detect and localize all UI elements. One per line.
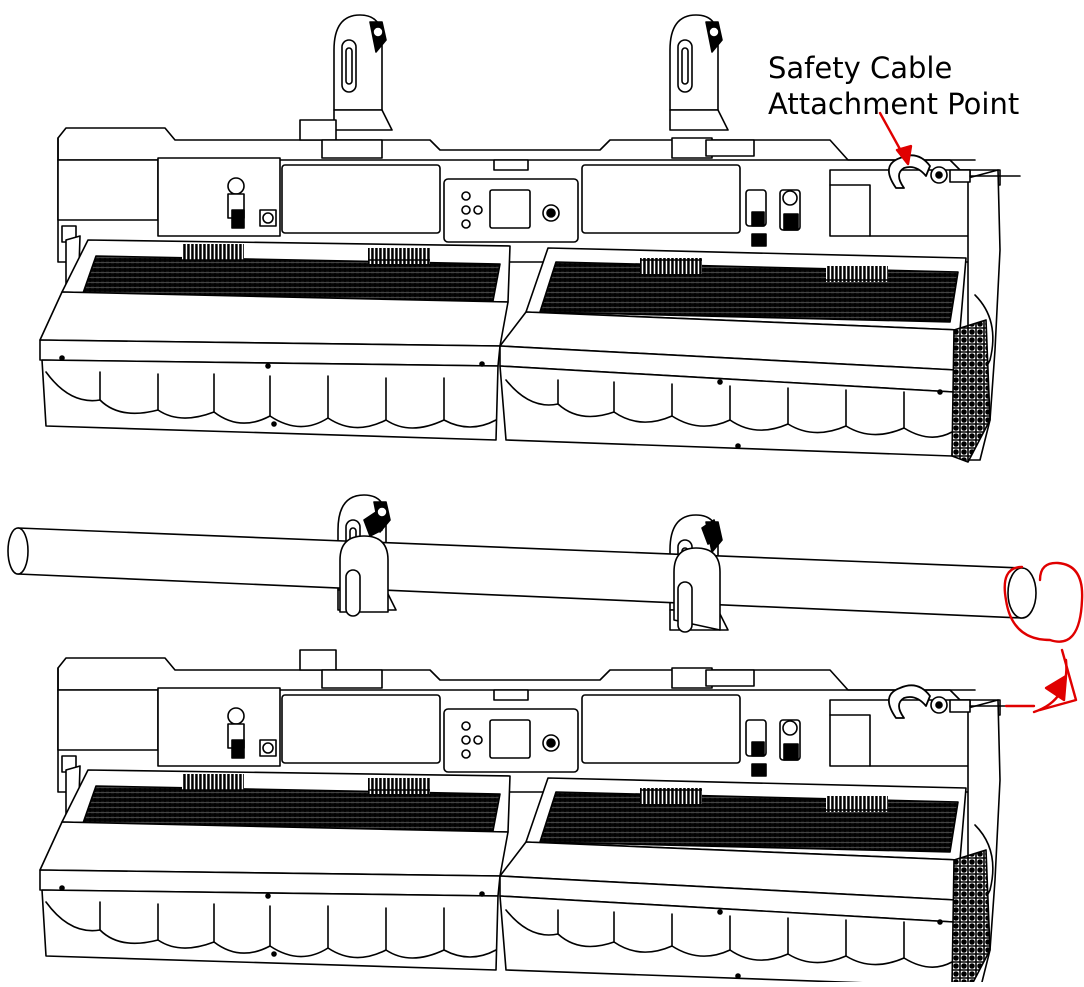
safety-cable-callout: Safety Cable Attachment Point — [768, 50, 1019, 122]
wrap-arrow-icon — [1044, 674, 1068, 702]
top-fixture-view — [39, 14, 1021, 463]
bottom-fixture-view — [39, 494, 1021, 987]
callout-line-2: Attachment Point — [768, 87, 1020, 121]
annotations — [878, 111, 1084, 714]
safety-cable-loop-icon — [888, 154, 931, 189]
callout-line-1: Safety Cable — [768, 51, 953, 85]
truss-pipe — [7, 511, 1037, 633]
safety-cable-path — [1003, 561, 1084, 643]
arrow-icon — [895, 144, 913, 166]
